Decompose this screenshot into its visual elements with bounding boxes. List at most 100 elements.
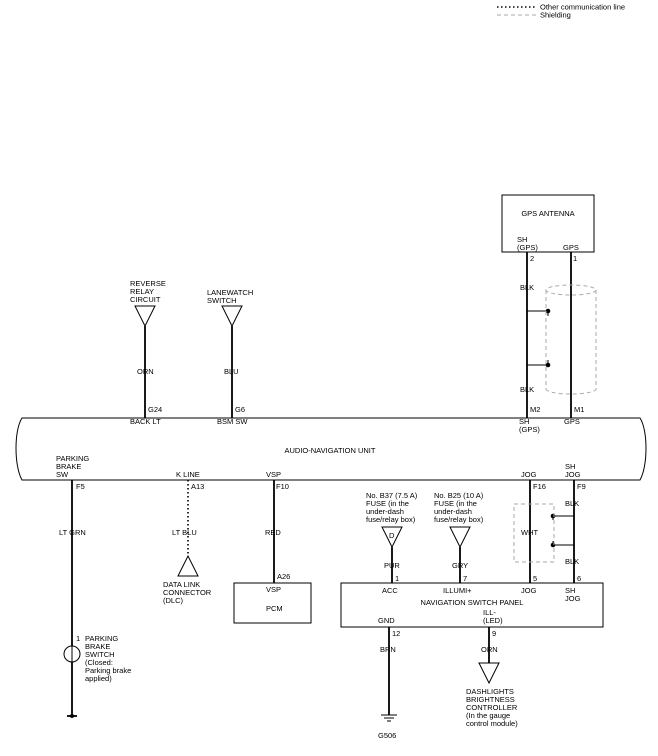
dashlights-brightness-controller: DASHLIGHTS BRIGHTNESS CONTROLLER (In the… [466,662,518,728]
wire-label-blu: BLU [224,367,239,376]
wire-label-orn: ORN [137,367,154,376]
nav-pin-9: 9 [492,629,496,638]
parking-switch-l3: SWITCH [85,650,115,659]
lanewatch-l2: SWITCH [207,296,237,305]
pin-f5: F5 [76,482,85,491]
ground-g506: G506 [378,731,396,740]
reverse-relay-l3: CIRCUIT [130,295,161,304]
audio-navigation-unit: AUDIO-NAVIGATION UNIT BACK LT BSM SW SH … [15,417,647,481]
pcm-box [233,582,312,624]
unit-sh-gps: (GPS) [519,425,540,434]
wire-label-brn: BRN [380,645,396,654]
audio-nav-unit-box [15,417,647,481]
lanewatch-switch: LANEWATCH SWITCH [207,288,253,328]
parking-switch-l5: Parking brake [85,666,131,675]
lanewatch-symbol [221,305,243,328]
unit-jog: JOG [521,470,537,479]
pcm: VSP PCM [233,582,312,624]
reverse-relay-symbol [134,305,156,328]
pin-f9: F9 [577,482,586,491]
fuse-b37-symbol [381,526,403,549]
legend-other-comm: Other communication line [540,3,625,12]
gps-pin-1: 1 [573,254,577,263]
pin-a13: A13 [191,482,204,491]
unit-parking-l1: PARKING [56,454,89,463]
parking-brake-switch: PARKING BRAKE SWITCH (Closed: Parking br… [63,634,131,683]
reverse-relay-l1: REVERSE [130,279,166,288]
pin-f10: F10 [276,482,289,491]
unit-parking-l3: SW [56,470,69,479]
fuse-b37: No. B37 (7.5 A) FUSE (in the under-dash … [366,491,418,549]
pcm-label: PCM [266,604,283,613]
parking-switch-l4: (Closed: [85,658,113,667]
wire-label-pur: PUR [384,561,400,570]
fuse-b25-l2: FUSE (in the [434,499,477,508]
fuse-b37-l2: FUSE (in the [366,499,409,508]
ground-icon [381,714,397,722]
dlc-l3: (DLC) [163,596,184,605]
jog-shield-dot-upper [550,513,556,519]
nav-panel-gnd: GND [378,616,395,625]
nav-pin-1: 1 [395,574,399,583]
pin-g6: G6 [235,405,245,414]
unit-back-lt: BACK LT [130,417,161,426]
gps-antenna-sh-gps: (GPS) [517,243,538,252]
wire-label-gry: GRY [452,561,468,570]
fuse-b37-l1: No. B37 (7.5 A) [366,491,418,500]
jog-shield-branch-upper [552,515,574,520]
dashlights-l4: (In the gauge [466,711,510,720]
lanewatch-l1: LANEWATCH [207,288,253,297]
dlc-l2: CONNECTOR [163,588,212,597]
unit-vsp: VSP [266,470,281,479]
nav-panel-box [340,582,604,628]
jog-shield-dot-lower [550,542,556,548]
gps-antenna: GPS ANTENNA SH (GPS) GPS [501,194,595,253]
wire-label-orn-2: ORN [481,645,498,654]
gps-antenna-box [501,194,595,253]
fuse-b25-l3: under-dash [434,507,472,516]
nav-panel-jog-2: JOG [565,594,581,603]
legend: Other communication line Shielding [497,3,625,20]
nav-panel-illumi: ILLUMI+ [443,586,472,595]
dashlights-l2: BRIGHTNESS [466,695,515,704]
fuse-b25-l4: fuse/relay box) [434,515,484,524]
dashlights-symbol [478,662,500,685]
pcm-vsp: VSP [266,585,281,594]
parking-switch-pin: 1 [76,634,80,643]
wire-label-blk-2: BLK [520,385,534,394]
gps-antenna-title: GPS ANTENNA [521,209,574,218]
reverse-relay-l2: RELAY [130,287,154,296]
dashlights-l5: control module) [466,719,518,728]
shield-dot-upper [545,308,551,314]
dlc-symbol [177,554,199,577]
nav-panel-title: NAVIGATION SWITCH PANEL [421,598,524,607]
gps-shield [545,284,597,395]
wire-label-lt-grn: LT GRN [59,528,86,537]
wire-label-blk-3: BLK [565,499,579,508]
parking-switch-l2: BRAKE [85,642,110,651]
wire-label-red: RED [265,528,281,537]
unit-sh: SH [519,417,529,426]
shield-dot-lower [545,362,551,368]
nav-panel-sh: SH [565,586,575,595]
legend-shielding: Shielding [540,11,571,20]
pin-m2: M2 [530,405,540,414]
dlc-l1: DATA LINK [163,580,200,589]
navigation-switch-panel: NAVIGATION SWITCH PANEL ILL- (LED) ACC I… [340,582,604,628]
audio-nav-title: AUDIO-NAVIGATION UNIT [285,446,376,455]
unit-bsm-sw: BSM SW [217,417,248,426]
fuse-b37-letter: D [389,531,395,540]
nav-pin-7: 7 [463,574,467,583]
wire-label-wht: WHT [521,528,538,537]
pin-m1: M1 [574,405,584,414]
nav-pin-12: 12 [392,629,400,638]
chassis-ground-icon [67,714,77,718]
gps-antenna-gps: GPS [563,243,579,252]
fuse-b25-symbol [449,526,471,549]
pin-g24: G24 [148,405,162,414]
gps-pin-2: 2 [530,254,534,263]
fuse-b25: No. B25 (10 A) FUSE (in the under-dash f… [434,491,484,549]
shield-branch-upper [527,310,549,316]
unit-sh-jog-1: SH [565,462,575,471]
